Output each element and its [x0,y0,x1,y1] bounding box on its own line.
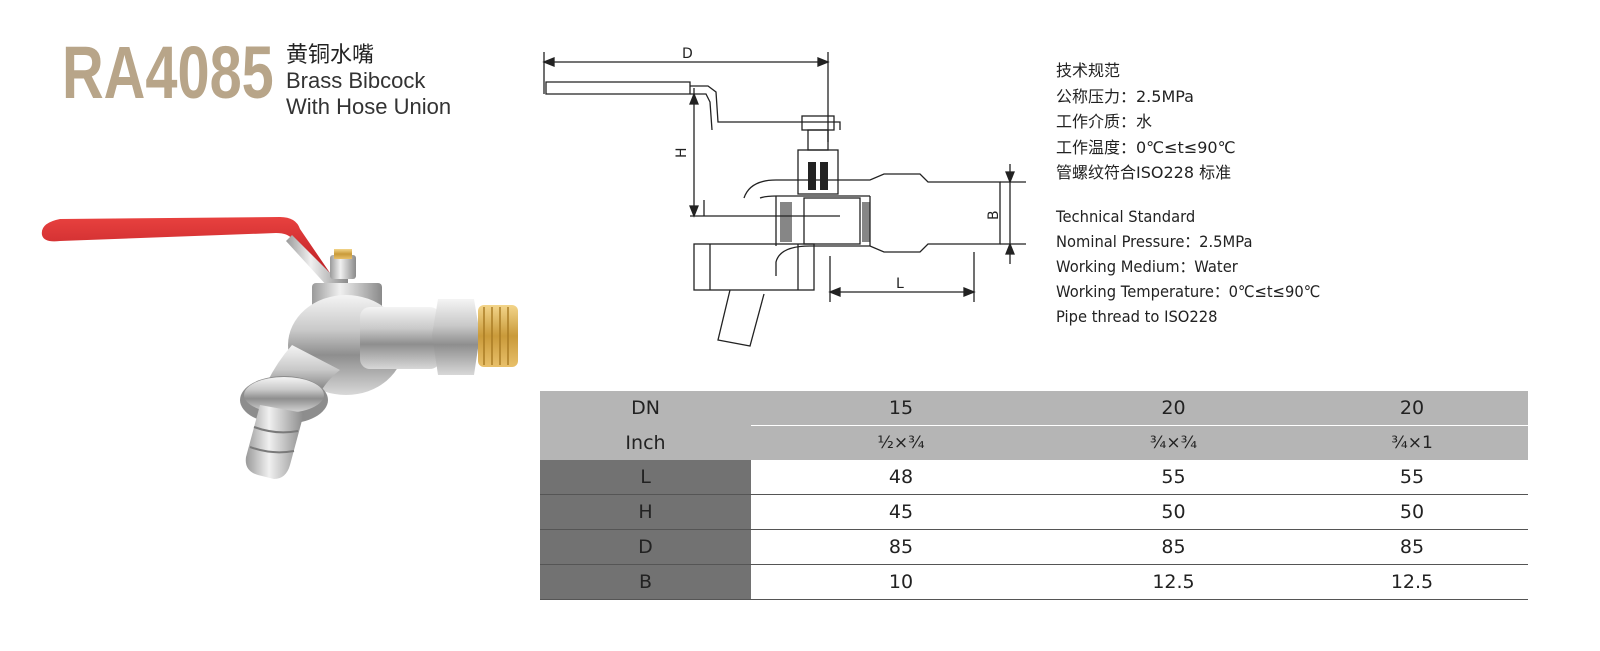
header-label-inch: Inch [540,425,751,460]
table-header-row-dn: DN 15 20 20 [540,391,1528,426]
table-cell: 85 [1296,529,1528,565]
spec-en: Technical Standard Nominal Pressure：2.5M… [1056,204,1343,329]
header-cell: ¾×1 [1296,425,1528,460]
model-number: RA4085 [62,31,274,114]
row-label: H [540,494,751,530]
product-name-en-line2: With Hose Union [286,94,452,119]
spec-cn-title: 技术规范 [1056,61,1121,80]
dimension-table: DN 15 20 20 Inch ½×¾ ¾×¾ ¾×1 L 48 55 55 … [540,391,1528,600]
row-label: L [540,460,751,495]
technical-drawing: D H B L [542,46,1026,347]
spec-en-title: Technical Standard [1056,206,1196,226]
table-cell: 85 [751,529,1051,565]
spec-en-pressure: Nominal Pressure：2.5MPa [1056,231,1253,251]
technical-specs: 技术规范 公称压力：2.5MPa 工作介质：水 工作温度：0℃≤t≤90℃ 管螺… [1056,58,1343,329]
header-cell: ¾×¾ [1051,425,1296,460]
dim-label-d: D [682,46,693,62]
row-label: B [540,564,751,600]
table-cell: 48 [751,460,1051,495]
spec-cn: 技术规范 公称压力：2.5MPa 工作介质：水 工作温度：0℃≤t≤90℃ 管螺… [1056,58,1343,186]
table-header-row-inch: Inch ½×¾ ¾×¾ ¾×1 [540,425,1528,460]
product-name-cn: 黄铜水嘴 [286,42,375,67]
table-cell: 45 [751,494,1051,530]
dim-label-h: H [674,147,690,158]
header-cell: ½×¾ [751,425,1051,460]
table-cell: 12.5 [1051,564,1296,600]
product-name-block: 黄铜水嘴 Brass Bibcock With Hose Union [286,42,451,120]
header-cell: 15 [751,391,1051,426]
table-row: H 45 50 50 [540,494,1528,530]
table-row: L 48 55 55 [540,460,1528,495]
row-label: D [540,529,751,565]
table-cell: 10 [751,564,1051,600]
table-cell: 12.5 [1296,564,1528,600]
spec-cn-medium: 工作介质：水 [1056,112,1153,131]
table-cell: 85 [1051,529,1296,565]
spec-en-medium: Working Medium：Water [1056,256,1238,276]
header-label-dn: DN [540,391,751,426]
header-cell: 20 [1296,391,1528,426]
spec-cn-thread: 管螺纹符合ISO228 标准 [1056,163,1232,182]
product-photo [41,217,518,479]
table-cell: 50 [1296,494,1528,530]
table-cell: 55 [1296,460,1528,495]
table-row: B 10 12.5 12.5 [540,564,1528,600]
table-cell: 50 [1051,494,1296,530]
dim-label-l: L [896,276,904,292]
dim-label-b: B [986,210,1002,220]
product-name-en-line1: Brass Bibcock [286,68,426,93]
spec-en-thread: Pipe thread to ISO228 [1056,306,1218,326]
header-cell: 20 [1051,391,1296,426]
spec-cn-temperature: 工作温度：0℃≤t≤90℃ [1056,137,1236,157]
table-row: D 85 85 85 [540,529,1528,565]
spec-en-temperature: Working Temperature：0℃≤t≤90℃ [1056,281,1321,301]
table-cell: 55 [1051,460,1296,495]
spec-cn-pressure: 公称压力：2.5MPa [1056,86,1194,106]
